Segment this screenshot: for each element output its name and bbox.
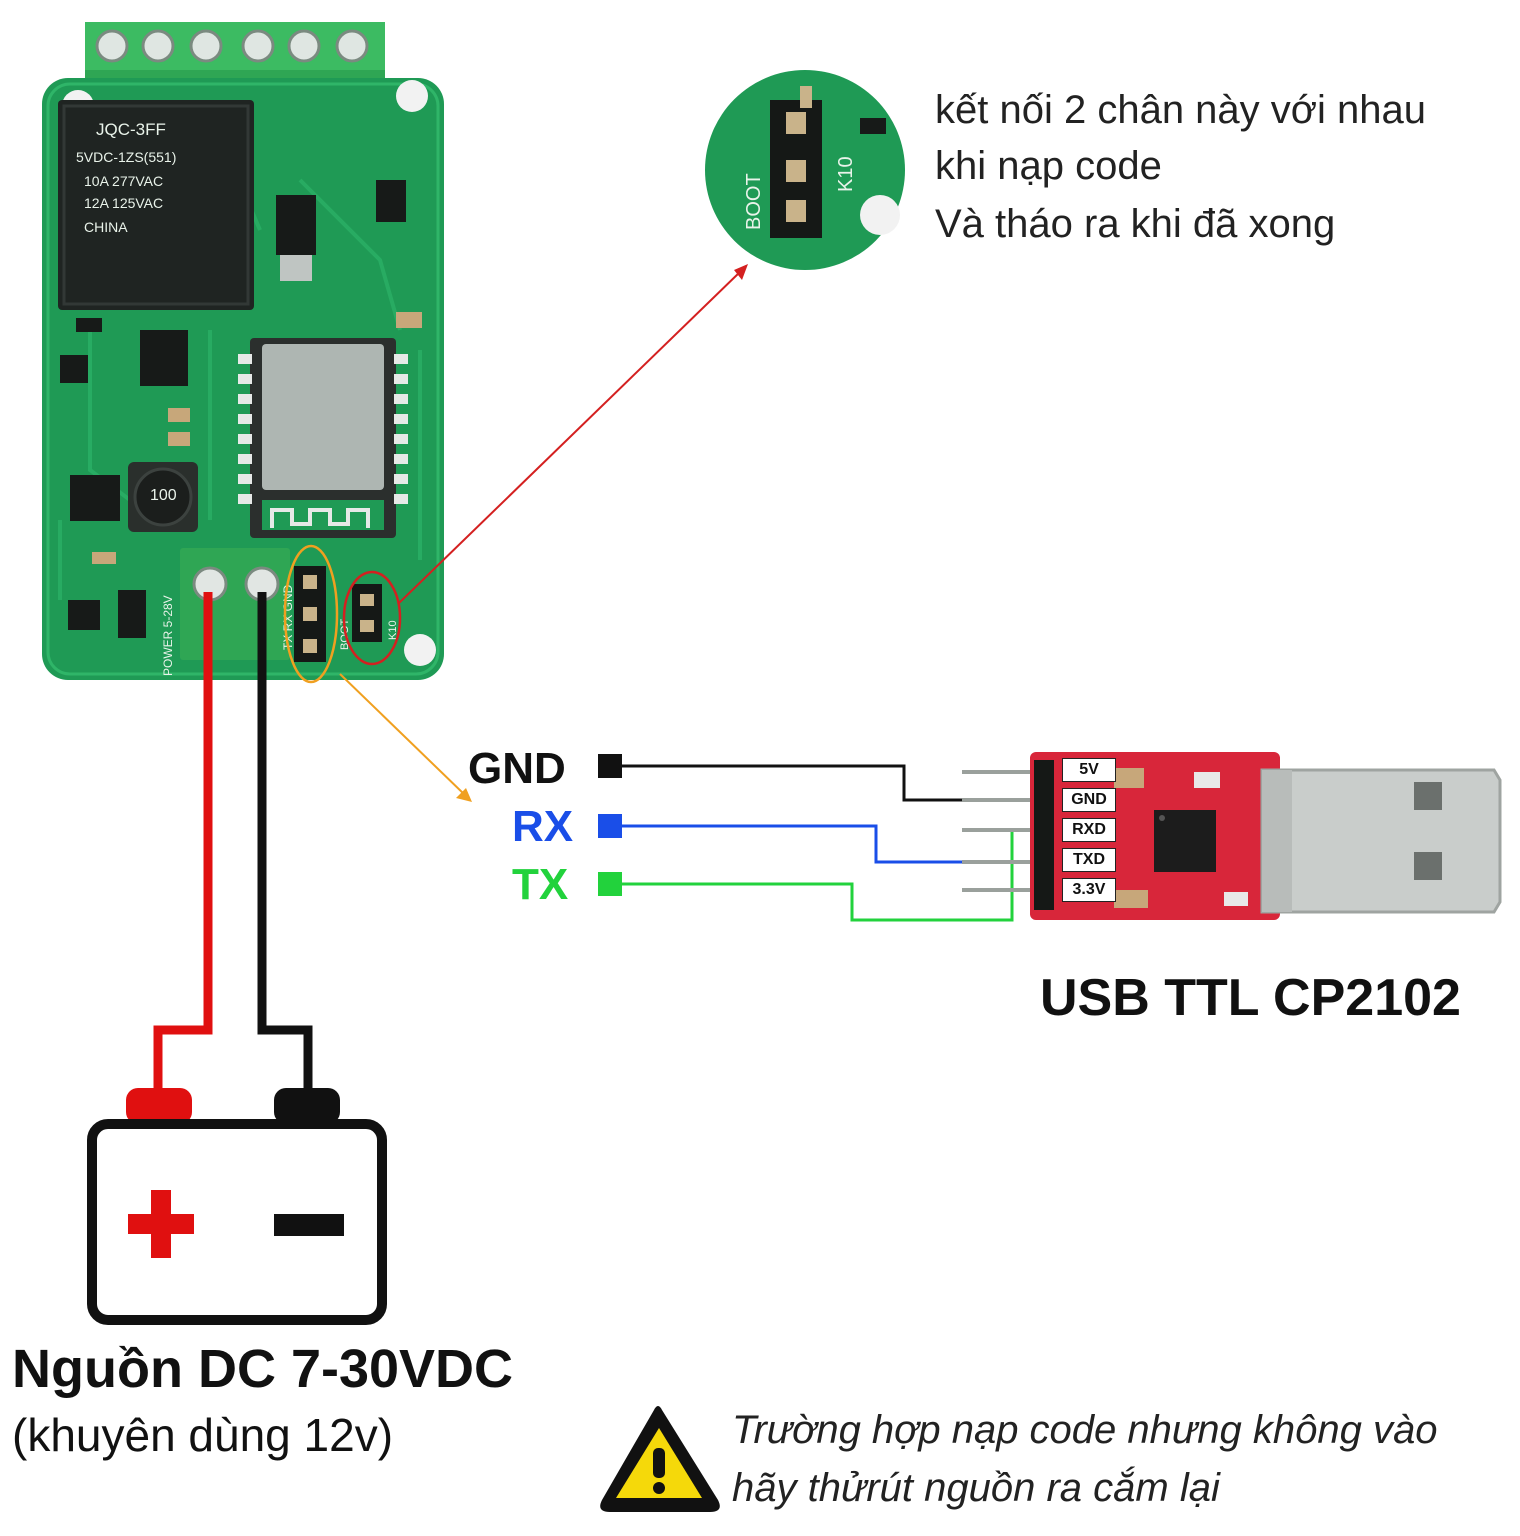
usb-pin-5v: 5V (1062, 758, 1116, 782)
power-title: Nguồn DC 7-30VDC (12, 1339, 514, 1399)
uart-callout-arrow (339, 673, 472, 802)
zoom-k10-text: K10 (835, 156, 857, 192)
usb-pin-rxd: RXD (1062, 818, 1116, 842)
battery-body (87, 1119, 387, 1325)
usb-pin-gnd: GND (1062, 788, 1116, 812)
inductor-text: 100 (150, 487, 177, 504)
tx-label: TX (512, 860, 569, 909)
note-line-3: Và tháo ra khi đã xong (935, 202, 1336, 246)
warning-line-1: Trường hợp nạp code nhưng không vào (732, 1408, 1438, 1452)
note-line-2: khi nạp code (935, 144, 1162, 188)
usb-a-connector (1260, 768, 1502, 914)
gnd-terminal-icon (598, 754, 622, 778)
warning-line-2: hãy thửrút nguồn ra cắm lại (732, 1466, 1220, 1510)
usb-pin-txd: TXD (1062, 848, 1116, 872)
rx-label: RX (512, 802, 574, 851)
rx-terminal-icon (598, 814, 622, 838)
usb-pin-3v3: 3.3V (1062, 878, 1116, 902)
warning-icon (600, 1406, 720, 1512)
signal-wires (614, 764, 1014, 922)
relay (58, 100, 254, 310)
power-wires (153, 592, 313, 1090)
gnd-label: GND (468, 744, 566, 793)
battery-negative-terminal (274, 1088, 340, 1124)
tx-wire (614, 828, 1014, 922)
relay-model-text: JQC-3FF (96, 120, 166, 139)
negative-wire (257, 592, 313, 1090)
boot-jumper-highlight (342, 570, 402, 666)
usb-ttl-module (962, 752, 1502, 920)
relay-spec2-text: 10A 277VAC (84, 173, 163, 189)
power-pins-text: POWER 5-28V (161, 595, 175, 676)
power-terminal-block (180, 548, 290, 660)
note-line-1: kết nối 2 chân này với nhau (935, 88, 1426, 132)
k10-text: K10 (387, 620, 399, 640)
power-subtitle: (khuyên dùng 12v) (12, 1409, 394, 1461)
cp2102-chip (1154, 810, 1216, 872)
battery (87, 1088, 387, 1325)
gnd-wire (614, 764, 964, 802)
rx-wire (614, 824, 964, 864)
boot-jumper (352, 584, 382, 642)
zoom-boot-text: BOOT (743, 173, 765, 230)
relay-spec3-text: 12A 125VAC (84, 195, 163, 211)
usb-module-title: USB TTL CP2102 (1040, 969, 1461, 1027)
minus-icon (274, 1214, 344, 1236)
esp-relay-board: JQC-3FF 5VDC-1ZS(551) 10A 277VAC 12A 125… (42, 22, 444, 684)
battery-positive-terminal (126, 1088, 192, 1124)
tx-terminal-icon (598, 872, 622, 896)
positive-wire (153, 592, 213, 1090)
relay-spec1-text: 5VDC-1ZS(551) (76, 149, 176, 165)
boot-callout-arrow (397, 264, 748, 605)
relay-origin-text: CHINA (84, 219, 128, 235)
boot-jumper-zoom: BOOT K10 (705, 70, 905, 270)
uart-header-highlight (283, 544, 339, 684)
